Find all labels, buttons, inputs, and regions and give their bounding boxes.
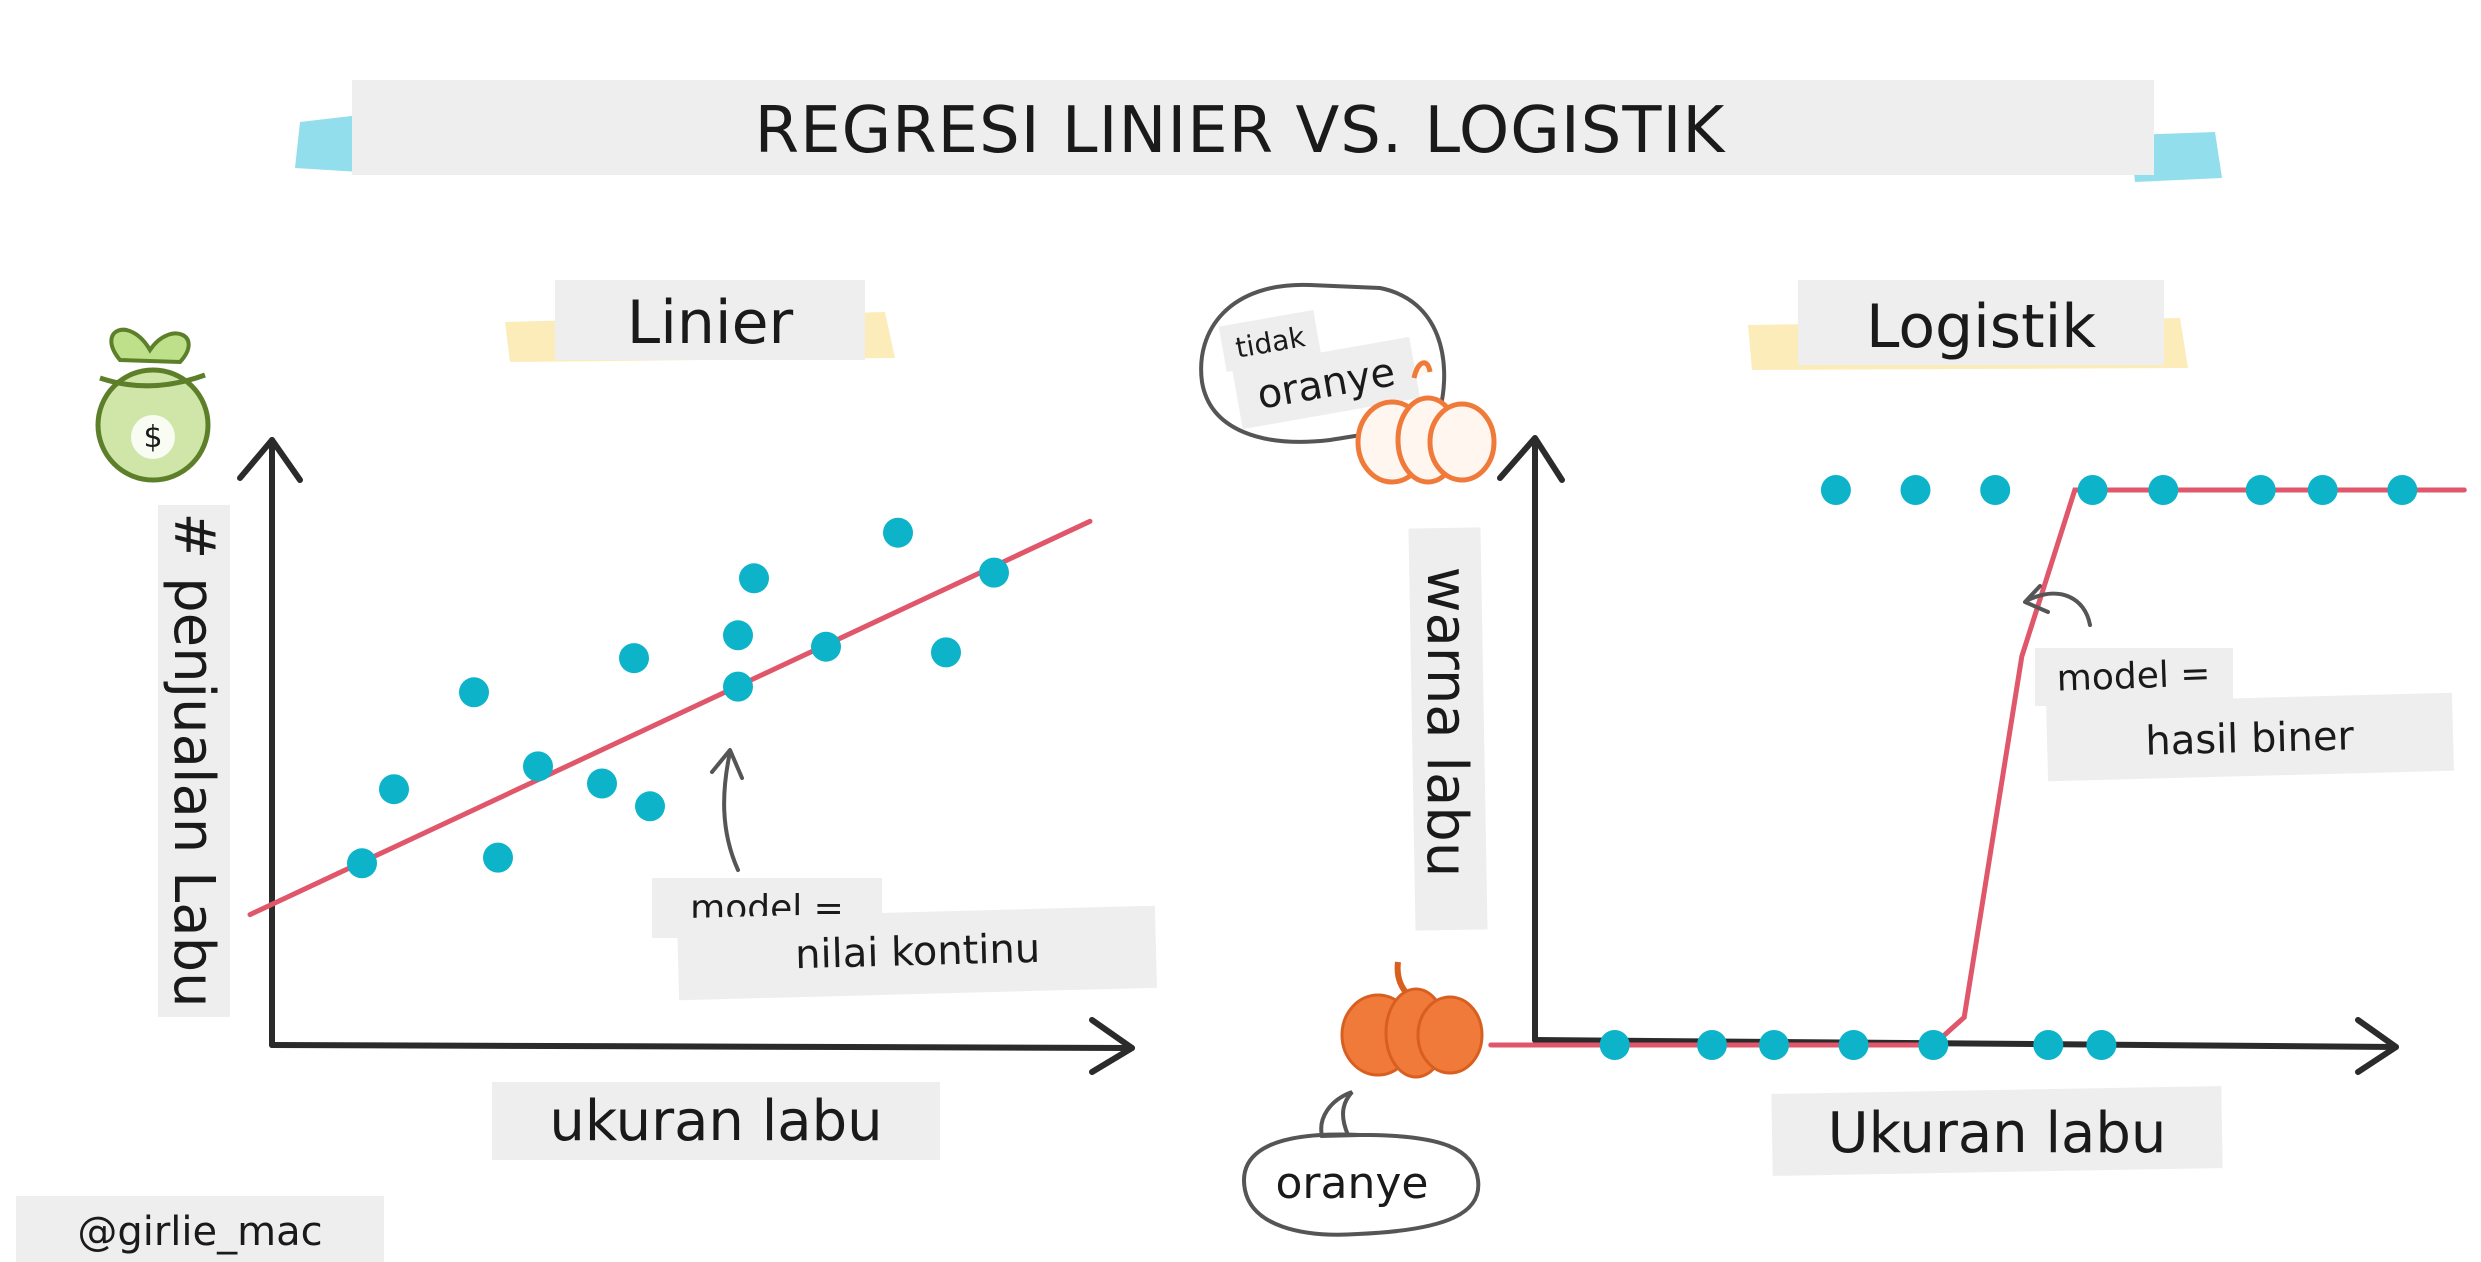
linear-panel: Linier $ # penjualan Labu model = nilai … — [95, 280, 1157, 1160]
logistic-data-point — [1900, 475, 1931, 505]
logistic-heading-box — [1798, 280, 2164, 365]
linear-y-axis-arrowhead — [237, 437, 303, 483]
logistic-data-point — [2307, 475, 2338, 505]
logistic-heading: Logistik — [1866, 292, 2096, 362]
pumpkin-filled-icon — [1340, 961, 1484, 1079]
title-tape-left — [295, 115, 360, 172]
linear-heading-box — [555, 280, 865, 360]
logistic-x-label: Ukuran labu — [1828, 1101, 2167, 1166]
linear-data-point — [619, 643, 649, 674]
linear-data-point — [723, 671, 753, 702]
logistic-data-point — [2148, 475, 2179, 505]
linear-model-pointer-arrowhead — [710, 748, 744, 780]
linear-data-point — [347, 848, 377, 879]
linear-data-point — [979, 557, 1009, 588]
linear-heading: Linier — [627, 288, 794, 358]
logistic-x-axis-arrowhead — [2355, 1017, 2399, 1075]
logistic-data-point — [2245, 475, 2276, 505]
logistic-ylabel-box — [1408, 527, 1488, 931]
logistic-model-label-box — [2035, 648, 2233, 706]
logistic-data-point — [1918, 1030, 1949, 1060]
logistic-data-point — [2086, 1030, 2117, 1060]
logistic-data-point — [1759, 1030, 1789, 1060]
linear-x-label: ukuran labu — [549, 1089, 882, 1154]
linear-data-point — [459, 677, 489, 708]
logistic-data-point — [2077, 475, 2108, 505]
linear-data-point — [379, 774, 409, 805]
logistic-data-point — [2033, 1030, 2064, 1060]
linear-data-point — [739, 563, 769, 594]
linear-y-label: # penjualan Labu — [161, 512, 226, 1007]
pumpkin-outline-icon — [1355, 360, 1497, 485]
linear-data-point — [523, 751, 553, 782]
linear-regression-line — [247, 518, 1093, 918]
linear-model-pointer-arrow — [722, 750, 740, 872]
logistic-data-point — [1820, 475, 1851, 505]
linear-data-point — [931, 637, 961, 668]
orange-speech-bubble: oranye — [1242, 1090, 1481, 1237]
money-bag-icon: $ — [95, 327, 211, 483]
money-symbol: $ — [143, 420, 162, 455]
linear-data-point — [723, 620, 753, 651]
credit-text: @girlie_mac — [77, 1209, 322, 1255]
logistic-plot-area — [1488, 475, 2467, 1060]
title-banner: REGRESI LINIER VS. LOGISTIK — [295, 80, 2222, 182]
logistic-data-point — [1980, 475, 2011, 505]
linear-model-value: nilai kontinu — [795, 926, 1041, 978]
linear-data-point — [883, 517, 913, 548]
linear-plot-area — [247, 517, 1093, 918]
linear-model-value-box — [677, 905, 1157, 1001]
credit-box — [16, 1196, 384, 1262]
logistic-data-point — [2387, 475, 2418, 505]
logistic-y-label: warna labu — [1414, 567, 1479, 878]
linear-xlabel-box — [492, 1082, 940, 1160]
bubble-small-box — [1218, 310, 1322, 372]
logistic-y-axis-arrowhead — [1497, 435, 1565, 483]
linear-x-axis-arrowhead — [1089, 1017, 1135, 1075]
logistic-data-point — [1838, 1030, 1869, 1060]
logistic-model-pointer-arrowhead — [2023, 584, 2050, 614]
logistic-panel: Logistik tidak oranye warna labu — [1199, 280, 2467, 1237]
linear-data-point — [483, 842, 513, 873]
logistic-model-label: model = — [2056, 653, 2211, 699]
logistic-model-value: hasil biner — [2145, 713, 2355, 764]
logistic-data-point — [1599, 1030, 1630, 1060]
page-title: REGRESI LINIER VS. LOGISTIK — [755, 94, 1727, 168]
linear-data-point — [811, 631, 841, 662]
bottom-bubble-text: oranye — [1276, 1158, 1429, 1209]
linear-data-point — [635, 791, 665, 822]
title-box — [352, 80, 2154, 175]
logistic-data-point — [1697, 1030, 1727, 1060]
logistic-model-value-box — [2046, 692, 2454, 782]
logistic-xlabel-box — [1771, 1086, 2223, 1176]
logistic-x-axis — [1532, 1037, 2399, 1050]
linear-ylabel-box — [158, 505, 230, 1017]
logistic-model-pointer-arrow — [2026, 591, 2092, 627]
linear-data-point — [587, 768, 617, 799]
linear-x-axis — [269, 1042, 1135, 1051]
